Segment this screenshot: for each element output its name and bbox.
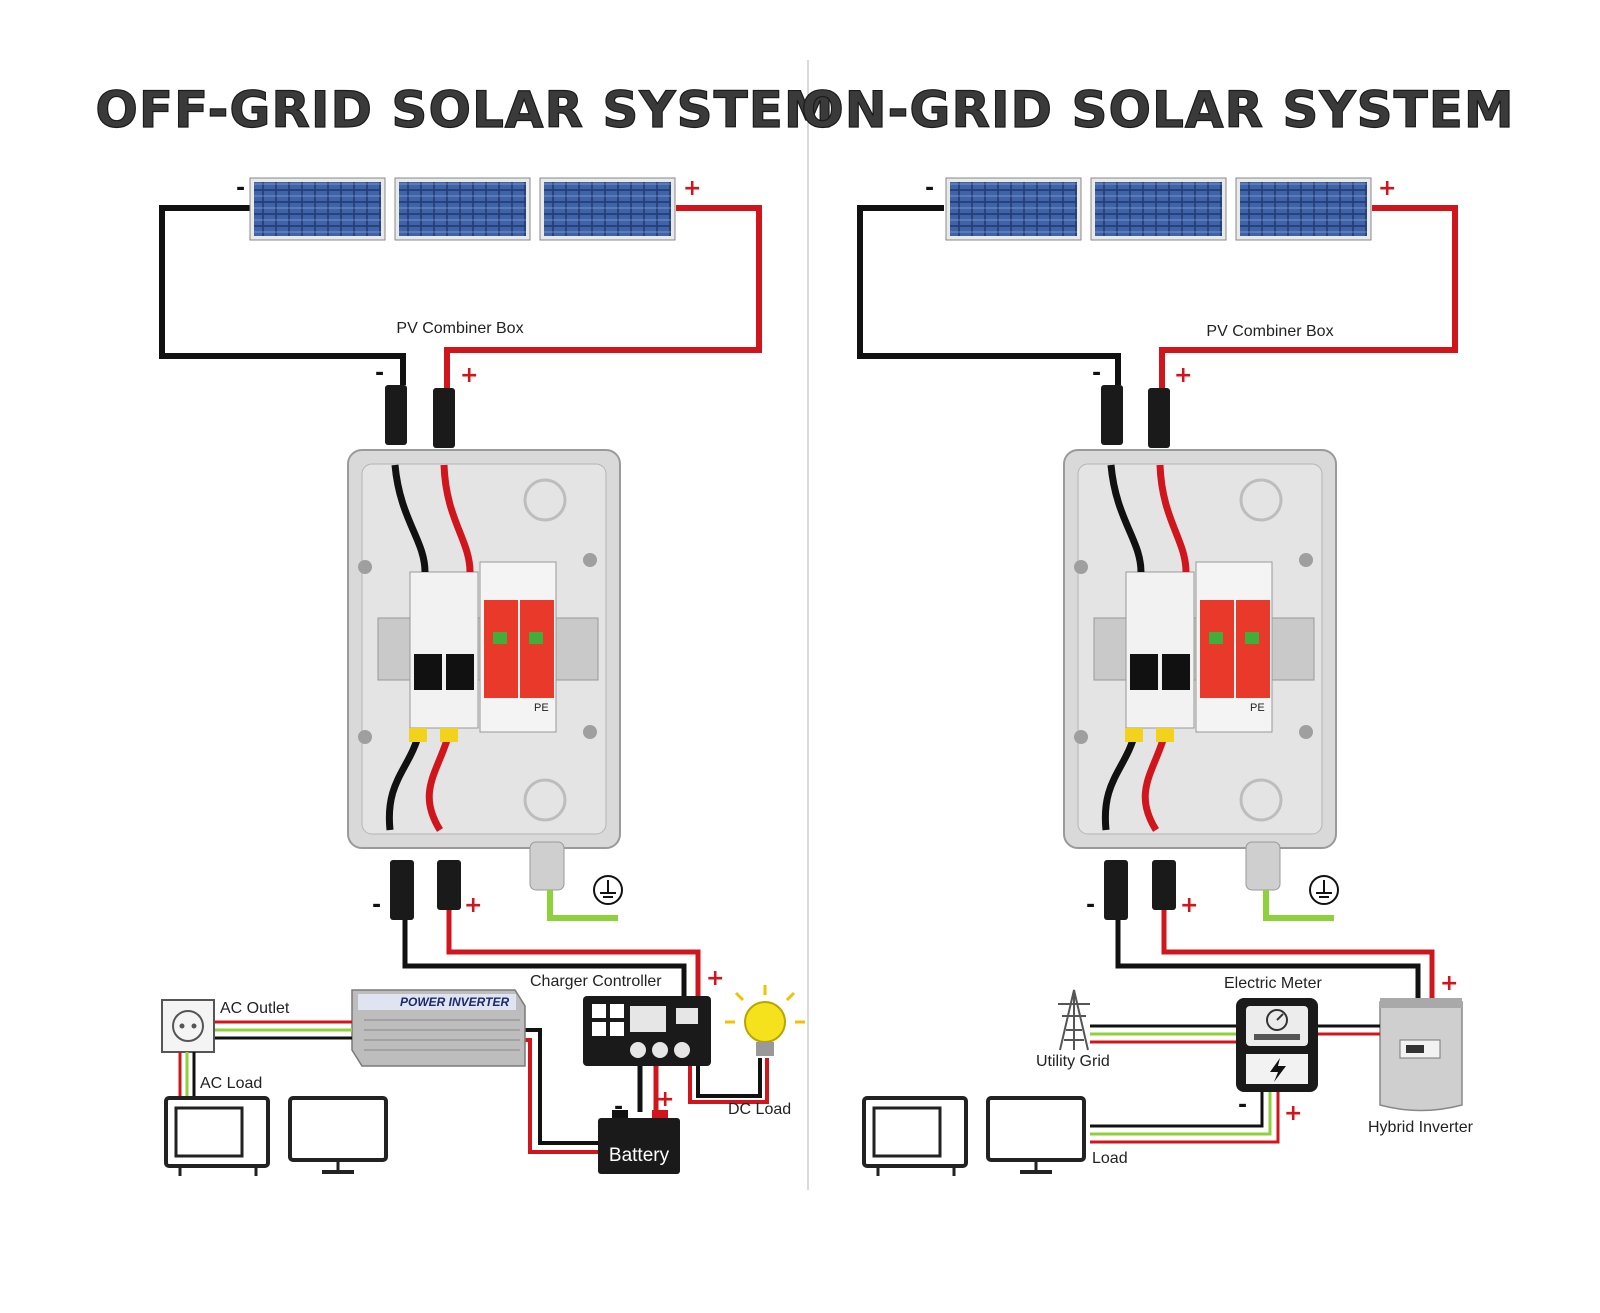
battery-plus-sign: +	[656, 1087, 674, 1112]
monitor-icon	[288, 1096, 388, 1174]
off-grid-ground-wire	[547, 890, 618, 921]
load-label: Load	[1092, 1150, 1128, 1167]
inverter-label: POWER INVERTER	[400, 995, 509, 1009]
mc4-connector-positive	[1152, 860, 1176, 910]
on-grid-pv-negative-wire	[857, 205, 1121, 385]
charge-controller	[583, 996, 711, 1066]
mc4-connector-negative	[1101, 385, 1123, 445]
mc4-connector-negative	[1104, 860, 1128, 920]
off-grid-dc-positive-wire	[446, 910, 701, 1000]
utility-tower-icon	[1058, 989, 1090, 1051]
solar-panel	[1235, 177, 1372, 241]
ac-load-label: AC Load	[200, 1075, 262, 1092]
on-grid-ground-wire	[1263, 890, 1334, 921]
battery-label: Battery	[609, 1145, 670, 1166]
monitor-icon	[986, 1096, 1086, 1174]
battery: Battery	[598, 1110, 680, 1174]
load-ground-wire	[1090, 1092, 1272, 1136]
combiner-in-plus-sign: +	[1174, 363, 1192, 388]
on-grid-combiner-label: PV Combiner Box	[1206, 323, 1333, 340]
dc-load-label: DC Load	[728, 1101, 791, 1118]
on-grid-dc-negative-wire	[1115, 920, 1421, 1000]
mc4-connector-negative	[390, 860, 414, 920]
on-grid-pv-positive-wire	[1159, 205, 1458, 390]
charger-controller-label: Charger Controller	[530, 973, 662, 990]
off-grid-pv-positive-wire	[444, 205, 762, 390]
battery-minus-sign: -	[614, 1095, 623, 1120]
meter-plus-sign: +	[1284, 1101, 1302, 1126]
solar-panel	[539, 177, 676, 241]
combiner-out-plus-sign: +	[1180, 893, 1198, 918]
light-bulb-icon	[725, 985, 805, 1056]
dc-breaker	[1125, 571, 1195, 729]
inverter-positive-wire	[525, 1038, 598, 1154]
tv-icon	[164, 1096, 270, 1176]
panel-plus-sign: +	[1378, 176, 1396, 201]
power-inverter: POWER INVERTER	[351, 989, 526, 1067]
on-grid-section: ON-GRID SOLAR SYSTEM - + PV Combiner Box…	[801, 80, 1514, 1176]
ac-outlet-label: AC Outlet	[220, 1000, 290, 1017]
electric-meter-label: Electric Meter	[1224, 975, 1322, 992]
spd-pe-label: PE	[1250, 702, 1265, 714]
off-grid-solar-panels	[249, 177, 676, 241]
off-grid-title: OFF-GRID SOLAR SYSTEM	[95, 81, 834, 139]
off-grid-section: OFF-GRID SOLAR SYSTEM - + PV Combiner Bo…	[95, 80, 834, 1176]
electric-meter	[1236, 998, 1318, 1092]
inverter-negative-wire	[525, 1028, 598, 1145]
mc4-connector-negative	[385, 385, 407, 445]
load-line-wire	[1090, 1092, 1280, 1144]
combiner-in-minus-sign: -	[375, 361, 384, 386]
load-neutral-wire	[1090, 1092, 1264, 1128]
off-grid-combiner-box: PE	[347, 449, 621, 891]
dc-breaker	[409, 571, 479, 729]
tv-icon	[862, 1096, 968, 1176]
controller-plus-sign: +	[706, 966, 724, 991]
combiner-out-minus-sign: -	[1086, 893, 1095, 918]
solar-panel	[1090, 177, 1227, 241]
on-grid-dc-positive-wire	[1161, 910, 1435, 1000]
dc-load-negative-wire	[696, 1058, 762, 1098]
hybrid-plus-sign: +	[1440, 971, 1458, 996]
ground-symbol-icon	[1309, 875, 1339, 905]
spd-pe-label: PE	[534, 702, 549, 714]
solar-panel	[945, 177, 1082, 241]
panel-minus-sign: -	[925, 176, 934, 201]
ac-outlet-icon	[161, 999, 215, 1053]
off-grid-dc-negative-wire	[402, 920, 687, 1000]
panel-plus-sign: +	[683, 176, 701, 201]
solar-panel	[249, 177, 386, 241]
utility-grid-label: Utility Grid	[1036, 1053, 1110, 1070]
on-grid-solar-panels	[945, 177, 1372, 241]
meter-minus-sign: -	[1238, 1093, 1247, 1118]
hybrid-inverter	[1379, 998, 1463, 1112]
off-grid-pv-negative-wire	[159, 205, 406, 385]
combiner-in-minus-sign: -	[1092, 361, 1101, 386]
solar-panel	[394, 177, 531, 241]
mc4-connector-positive	[437, 860, 461, 910]
mc4-connector-positive	[1148, 388, 1170, 448]
dc-load-positive-wire	[688, 1058, 769, 1104]
ground-symbol-icon	[593, 875, 623, 905]
combiner-in-plus-sign: +	[460, 363, 478, 388]
hybrid-inverter-label: Hybrid Inverter	[1368, 1119, 1474, 1136]
mc4-connector-positive	[433, 388, 455, 448]
off-grid-combiner-label: PV Combiner Box	[396, 320, 523, 337]
combiner-out-plus-sign: +	[464, 893, 482, 918]
on-grid-title: ON-GRID SOLAR SYSTEM	[801, 81, 1514, 139]
on-grid-combiner-box: PE	[1063, 449, 1337, 891]
panel-minus-sign: -	[236, 176, 245, 201]
combiner-out-minus-sign: -	[372, 893, 381, 918]
